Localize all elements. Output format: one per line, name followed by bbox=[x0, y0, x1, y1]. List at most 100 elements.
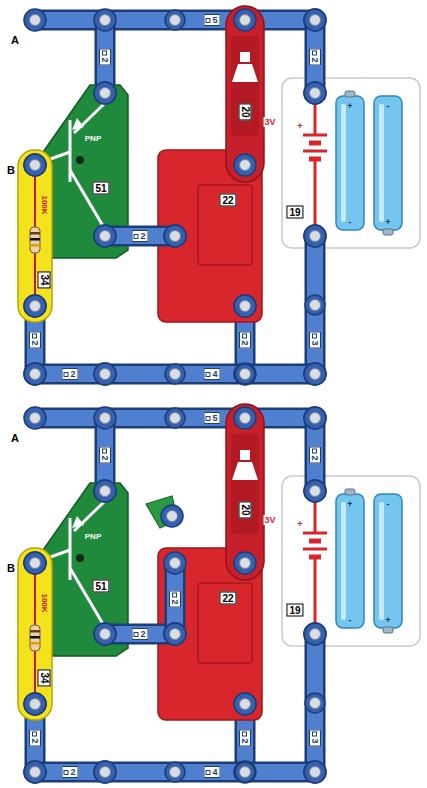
snap-post bbox=[234, 295, 256, 317]
snap-post bbox=[304, 623, 326, 645]
part-number: 2 bbox=[61, 766, 78, 778]
part-label: 100K bbox=[40, 593, 49, 612]
polarity-mark: - bbox=[387, 102, 390, 111]
polarity-mark: - bbox=[349, 616, 352, 625]
snap-post bbox=[304, 82, 326, 104]
polarity-mark: - bbox=[387, 500, 390, 509]
snap-post bbox=[94, 480, 116, 502]
point-label: B bbox=[7, 164, 15, 176]
snap-post bbox=[304, 9, 326, 31]
snap-post bbox=[24, 295, 46, 317]
part-number: 34 bbox=[38, 271, 51, 288]
part-number: 2 bbox=[239, 331, 251, 348]
battery-holder-body bbox=[303, 100, 327, 230]
snap-post bbox=[24, 693, 46, 715]
snap-post bbox=[95, 408, 115, 428]
part-number: 2 bbox=[29, 729, 41, 746]
battery-cell bbox=[336, 91, 364, 230]
part-label: 3V bbox=[263, 515, 276, 525]
snap-post bbox=[234, 693, 256, 715]
snap-post bbox=[165, 762, 185, 782]
snap-wire: 2 bbox=[233, 294, 257, 386]
snap-post bbox=[304, 761, 326, 783]
snap-post bbox=[304, 9, 326, 31]
snap-post bbox=[94, 480, 116, 502]
snap-post bbox=[161, 505, 183, 527]
snap-post bbox=[164, 225, 186, 247]
pnp-transistor-body bbox=[20, 483, 128, 656]
part-number: 19 bbox=[286, 604, 303, 617]
snap-post bbox=[24, 552, 46, 574]
part-number: 51 bbox=[92, 580, 109, 593]
part-number: 2 bbox=[61, 368, 78, 380]
battery-cell bbox=[374, 96, 402, 235]
snap-post bbox=[304, 82, 326, 104]
snap-post bbox=[24, 407, 46, 429]
snap-wire: 2 bbox=[303, 406, 327, 503]
part-number: 3 bbox=[309, 729, 321, 746]
speaker-part: 20 bbox=[226, 404, 264, 580]
snap-post bbox=[304, 225, 326, 247]
part-number: 20 bbox=[239, 103, 252, 120]
whistle-chip: 22 bbox=[158, 150, 262, 322]
snap-post bbox=[165, 408, 185, 428]
snap-post bbox=[234, 9, 256, 31]
part-label: PNP bbox=[85, 532, 101, 541]
snap-post bbox=[235, 10, 255, 30]
snap-post bbox=[304, 407, 326, 429]
polarity-mark: - bbox=[349, 218, 352, 227]
snap-post bbox=[234, 761, 256, 783]
part-number: 2 bbox=[239, 729, 251, 746]
battery-holder: 3V+19 bbox=[258, 80, 334, 248]
part-number: 2 bbox=[309, 446, 321, 463]
snap-post bbox=[304, 761, 326, 783]
snap-post bbox=[235, 408, 255, 428]
snap-post bbox=[164, 623, 186, 645]
snap-wire: 2 bbox=[93, 406, 117, 503]
part-number: 51 bbox=[92, 182, 109, 195]
snap-wire: 4 bbox=[93, 760, 327, 784]
snap-post bbox=[234, 693, 256, 715]
snap-post bbox=[234, 295, 256, 317]
snap-wire: 2 bbox=[93, 622, 187, 646]
snap-post bbox=[94, 407, 116, 429]
snap-post bbox=[164, 552, 186, 574]
snap-post bbox=[164, 225, 186, 247]
part-number: 2 bbox=[309, 48, 321, 65]
part-number: 2 bbox=[131, 628, 148, 640]
part-number: 19 bbox=[286, 206, 303, 219]
resistor: 100K 34 bbox=[18, 548, 52, 720]
snap-post bbox=[94, 225, 116, 247]
snap-post bbox=[24, 693, 46, 715]
point-label: B bbox=[7, 562, 15, 574]
snap-post bbox=[94, 363, 116, 385]
snap-post bbox=[24, 154, 46, 176]
part-label: 100K bbox=[40, 195, 49, 214]
snap-post bbox=[304, 480, 326, 502]
snap-wire: 2 bbox=[163, 551, 187, 646]
part-number: 2 bbox=[99, 446, 111, 463]
snap-post bbox=[24, 363, 46, 385]
snap-post bbox=[165, 364, 185, 384]
snap-post bbox=[94, 623, 116, 645]
snap-wire: 4 bbox=[93, 362, 327, 386]
part-number: 34 bbox=[38, 669, 51, 686]
battery-case bbox=[282, 476, 420, 646]
resistor-body bbox=[18, 548, 52, 720]
snap-post bbox=[95, 10, 115, 30]
snap-wire: 5 bbox=[23, 406, 327, 430]
battery-holder-body bbox=[303, 498, 327, 628]
snap-post bbox=[94, 9, 116, 31]
snap-wire: 3 bbox=[303, 622, 327, 784]
snap-post bbox=[304, 407, 326, 429]
polarity-mark: + bbox=[385, 218, 390, 227]
snap-post bbox=[304, 363, 326, 385]
whistle-chip-body bbox=[158, 150, 262, 322]
part-label: + bbox=[296, 519, 303, 529]
snap-post bbox=[164, 623, 186, 645]
speaker-part: 20 bbox=[226, 6, 264, 182]
part-number: 20 bbox=[239, 501, 252, 518]
polarity-mark: + bbox=[347, 102, 352, 111]
